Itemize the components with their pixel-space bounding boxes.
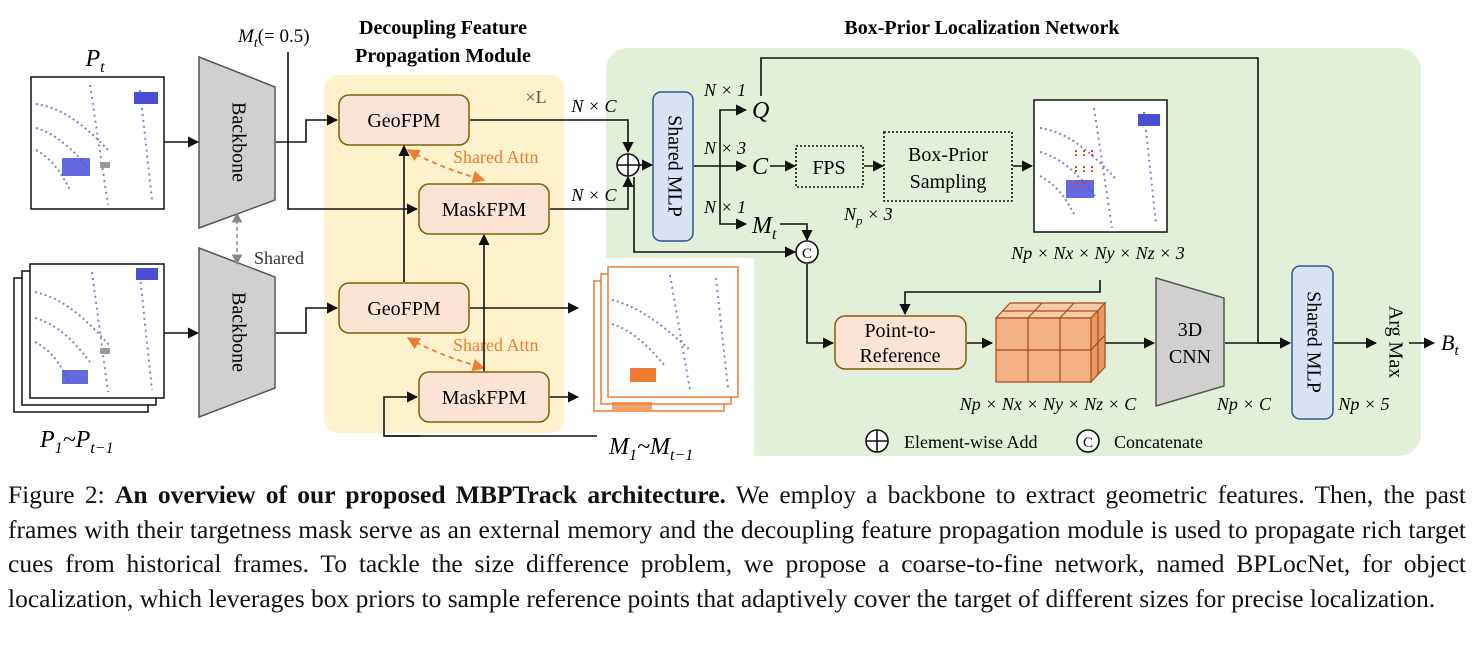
mask-output-clouds [593,266,739,412]
legend-add-label: Element-wise Add [904,432,1037,452]
concatenate-node: C [795,240,819,264]
shared-mlp-1-label: Shared MLP [663,115,685,217]
dfpm-title-line2: Propagation Module [355,45,531,67]
box-prior-label-1: Box-Prior [908,144,988,166]
fps-label: FPS [812,157,845,179]
figure-caption: Figure 2: An overview of our proposed MB… [8,478,1466,617]
backbone-bottom-label: Backbone [227,292,249,372]
shared-mlp-2 [1291,265,1334,420]
caption-bold: An overview of our proposed MBPTrack arc… [114,480,726,509]
element-wise-add-node [616,153,640,177]
box-prior-label-2: Sampling [910,171,987,193]
point-to-reference-label-2: Reference [859,345,940,367]
backbone-top-label: Backbone [227,102,249,182]
feature-cube [994,301,1107,384]
dfpm-panel [324,75,564,433]
q-label: Q [752,98,769,124]
pt-label: Pt [84,46,105,76]
fps-box [795,145,864,188]
left-flow-lines [164,52,634,437]
mt-label: Mt [751,213,777,243]
maskfpm-bottom [418,371,550,423]
point-to-reference-label-1: Point-to- [864,320,935,342]
shared-mlp-2-label: Shared MLP [1302,291,1324,393]
geofpm-bottom-label: GeoFPM [367,298,441,320]
nxc-bottom-label: N × C [570,185,617,205]
nx1-label: N × 1 [703,80,746,100]
geofpm-top-label: GeoFPM [367,110,441,132]
times-l-label: ×L [525,87,546,107]
shared-attn-label-bottom: Shared Attn [453,335,539,355]
np-c-label: Np × C [1216,394,1272,414]
current-point-cloud [30,76,165,210]
box-prior-sampling-box [883,131,1013,202]
caption-prefix: Figure 2: [8,480,115,509]
p-history-label: P1~Pt−1 [39,427,114,457]
arg-max-label: Arg Max [1384,306,1406,378]
c-label: C [752,154,769,180]
legend-concat-symbol: C [1076,429,1100,453]
mlp-output-lines [633,57,1436,349]
shared-label: Shared [254,248,304,268]
svg-text:C: C [1083,435,1093,451]
svg-text:C: C [802,246,812,262]
np-x3-label: Np × 3 [843,204,893,228]
shared-mlp-1 [652,91,694,242]
caption-text: We employ a backbone to extract geometri… [8,480,1467,614]
cnn-label-2: CNN [1169,346,1211,368]
history-point-clouds [13,263,165,413]
bploc-title: Box-Prior Localization Network [844,17,1120,39]
shared-attn-label-top: Shared Attn [453,147,539,167]
dims-top-label: Np × Nx × Ny × Nz × 3 [1010,243,1185,263]
cnn-3d [1155,276,1225,408]
shared-attn-arrow-top [406,149,486,184]
dfpm-title-line1: Decoupling Feature [359,17,527,39]
nx1-label-bottom: N × 1 [703,197,746,217]
nxc-top-label: N × C [570,96,617,116]
cnn-label-1: 3D [1178,319,1202,341]
np-5-label: Np × 5 [1337,394,1389,414]
bt-label: Bt [1441,330,1459,359]
m-history-label: M1~Mt−1 [608,434,693,464]
geofpm-bottom [338,282,470,334]
dims-bottom-label: Np × Nx × Ny × Nz × C [959,394,1138,414]
backbone-bottom [198,246,276,419]
point-to-reference-box [834,315,967,370]
mt-input-label: Mt(= 0.5) [237,26,310,51]
legend-add-symbol [865,429,889,453]
maskfpm-bottom-label: MaskFPM [442,387,527,409]
reference-point-cloud [1033,99,1168,233]
shared-attn-arrow-bottom [406,337,486,372]
architecture-figure: Decoupling Feature Propagation Module Bo… [13,17,1459,464]
maskfpm-top-label: MaskFPM [442,199,527,221]
backbone-top [198,55,276,230]
nx3-label: N × 3 [703,138,746,158]
legend-concat-label: Concatenate [1114,432,1203,452]
